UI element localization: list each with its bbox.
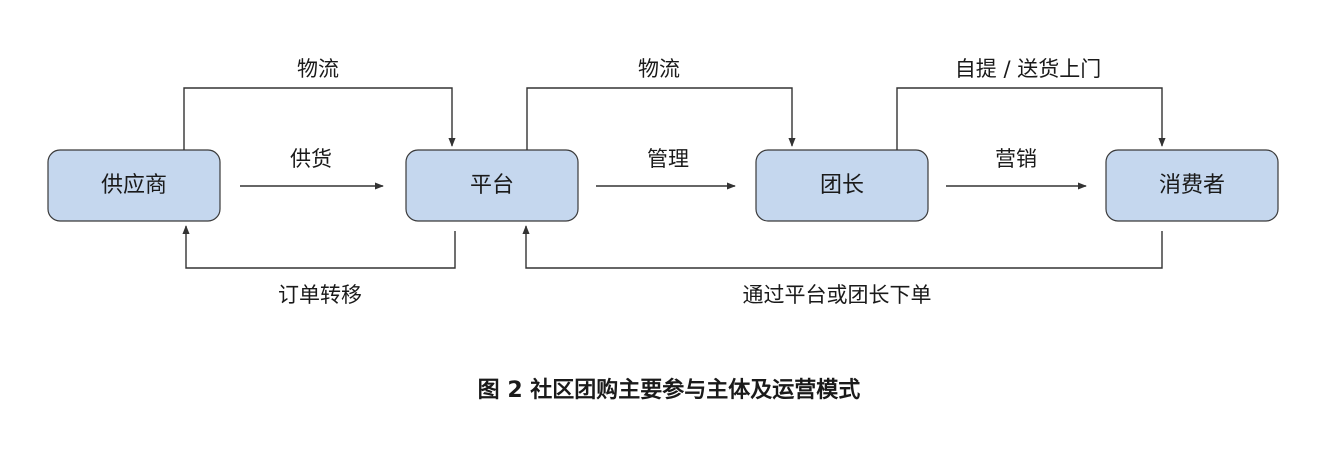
edge-pickup-delivery-label: 自提 / 送货上门 bbox=[955, 57, 1101, 81]
node-leader-label: 团长 bbox=[820, 173, 864, 198]
figure-caption: 图 2 社区团购主要参与主体及运营模式 bbox=[477, 378, 861, 403]
edge-logistics-2: 物流 bbox=[526, 57, 796, 150]
edge-supply-label: 供货 bbox=[290, 147, 332, 171]
edge-supply: 供货 bbox=[240, 147, 384, 190]
node-supplier-label: 供应商 bbox=[101, 173, 167, 198]
node-consumer: 消费者 bbox=[1105, 149, 1279, 222]
node-platform-label: 平台 bbox=[470, 173, 514, 198]
edge-order-transfer: 订单转移 bbox=[182, 225, 456, 307]
edge-order-via-label: 通过平台或团长下单 bbox=[743, 283, 932, 307]
node-leader: 团长 bbox=[755, 149, 929, 222]
node-supplier: 供应商 bbox=[47, 149, 221, 222]
edge-logistics-1-label: 物流 bbox=[297, 57, 339, 81]
edge-order-via: 通过平台或团长下单 bbox=[522, 225, 1163, 307]
edge-marketing: 营销 bbox=[946, 147, 1087, 190]
edge-logistics-1: 物流 bbox=[183, 57, 456, 150]
edge-logistics-2-label: 物流 bbox=[638, 57, 680, 81]
edge-manage-label: 管理 bbox=[647, 147, 689, 171]
node-platform: 平台 bbox=[405, 149, 579, 222]
edge-order-transfer-label: 订单转移 bbox=[278, 283, 362, 307]
node-consumer-label: 消费者 bbox=[1159, 173, 1225, 198]
edge-manage: 管理 bbox=[596, 147, 736, 190]
edge-pickup-delivery: 自提 / 送货上门 bbox=[896, 57, 1166, 150]
edge-marketing-label: 营销 bbox=[995, 147, 1037, 171]
